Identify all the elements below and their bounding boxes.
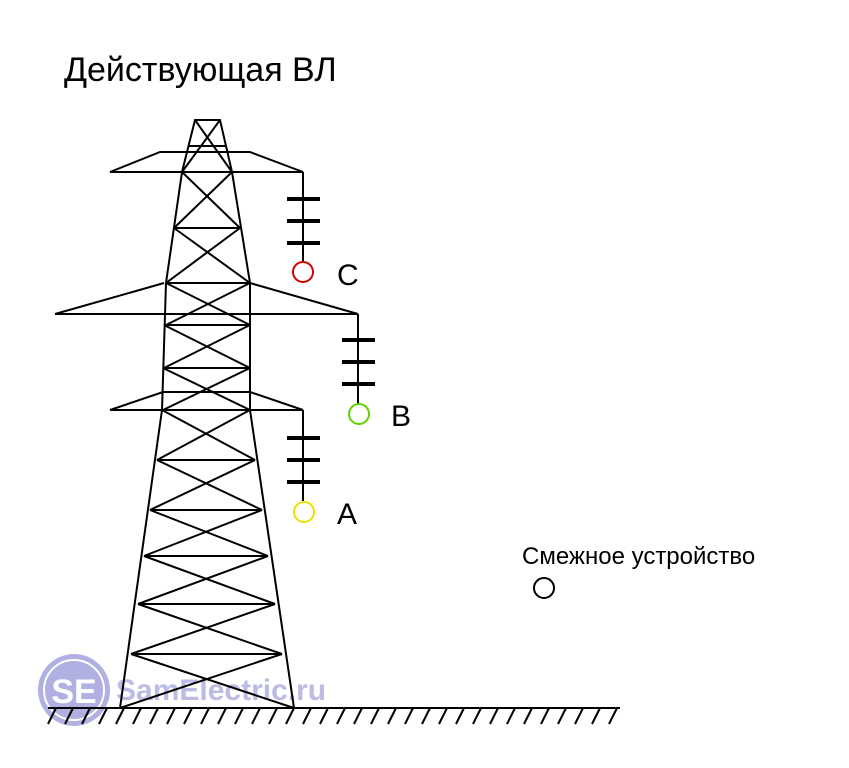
watermark: SE SamElectric.ru [38,654,326,726]
insulator-a [287,410,320,501]
adjacent-device-label: Смежное устройство [522,543,755,570]
ground-hatch-mark [81,707,91,725]
ground-hatch-mark [353,707,363,725]
ground-hatch-mark [149,707,159,725]
phase-a-label: A [337,498,357,531]
watermark-logo-text: SE [51,673,96,711]
ground-hatch-mark [472,707,482,725]
ground-hatch-mark [523,707,533,725]
ground-hatch-mark [285,707,295,725]
ground-hatch-mark [64,707,74,725]
ground-hatch-mark [166,707,176,725]
tower-crossarms [54,151,359,411]
ground-hatch-mark [438,707,448,725]
ground-hatch-mark [132,707,142,725]
ground-hatch-mark [489,707,499,725]
ground-hatch-mark [234,707,244,725]
ground-hatch-mark [251,707,261,725]
crossarm-middle [54,282,165,315]
ground-hatch-mark [98,707,108,725]
phase-a-conductor [293,501,315,523]
ground-hatch-mark [387,707,397,725]
insulators [287,172,375,501]
transmission-tower [119,119,295,709]
insulator-c [287,172,320,262]
ground-hatching [47,707,618,725]
crossarm-bottom [109,391,304,411]
ground-hatch-mark [336,707,346,725]
tower-right-leg-upper [231,171,251,284]
watermark-text: SamElectric.ru [116,674,326,707]
ground-hatch-mark [421,707,431,725]
ground-hatch-mark [370,707,380,725]
ground-hatch-mark [217,707,227,725]
phase-c-label: C [337,259,359,292]
ground-hatch-mark [268,707,278,725]
ground-hatch-mark [557,707,567,725]
ground-hatch-mark [47,707,57,725]
ground-hatch-mark [319,707,329,725]
phase-c-conductor [292,261,314,283]
ground-hatch-mark [183,707,193,725]
ground-hatch-mark [200,707,210,725]
ground-hatch-mark [540,707,550,725]
diagram-title: Действующая ВЛ [64,51,337,89]
ground-hatch-mark [591,707,601,725]
crossarm-top [109,151,304,173]
ground-hatch-mark [506,707,516,725]
ground-hatch-mark [608,707,618,725]
insulator-b [342,314,375,404]
ground-hatch-mark [115,707,125,725]
adjacent-device-conductor [533,577,555,599]
phase-b-conductor [348,403,370,425]
ground-hatch-mark [404,707,414,725]
ground-line [47,707,620,725]
ground-hatch-mark [455,707,465,725]
ground-hatch-mark [302,707,312,725]
phase-b-label: B [391,400,411,433]
ground-hatch-mark [574,707,584,725]
